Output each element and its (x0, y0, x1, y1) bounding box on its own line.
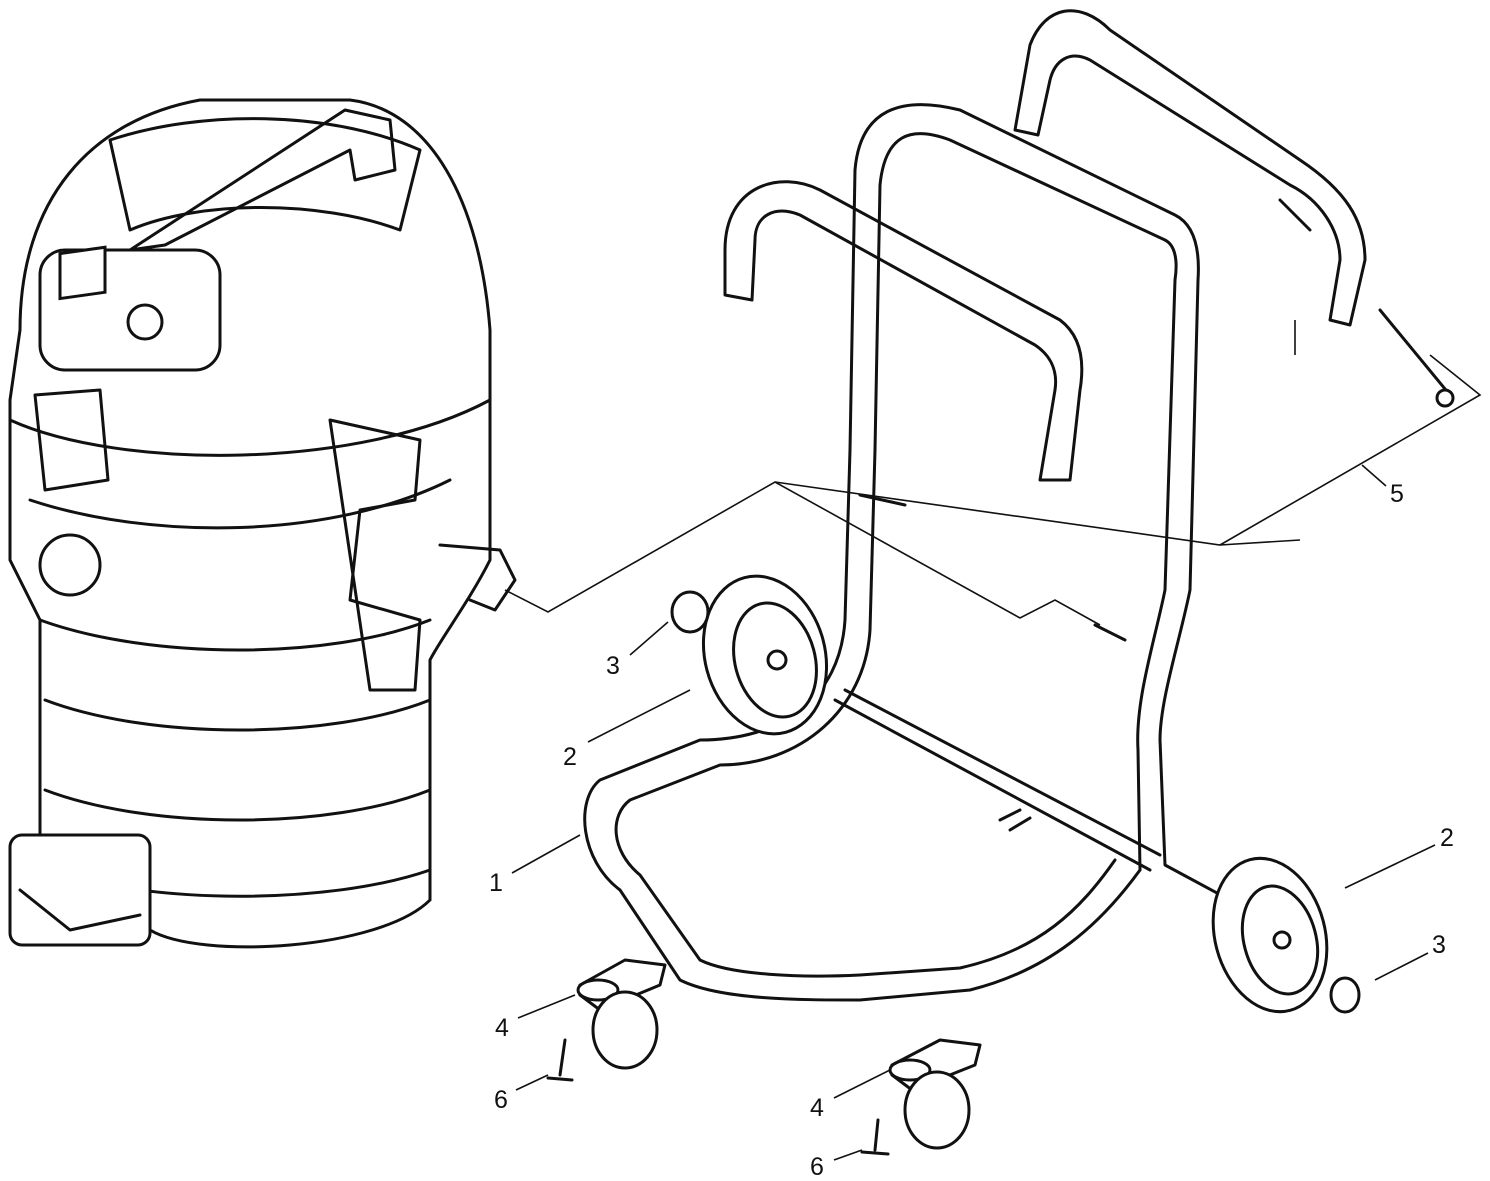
assembly-guide-plane (774, 320, 1482, 546)
wheel-left (701, 574, 829, 736)
leader-lines (511, 464, 1436, 1161)
caster-right (860, 1038, 982, 1156)
assembly-guide-line (504, 481, 1101, 626)
push-handle (1013, 9, 1455, 408)
callout-4-caster: 4 (810, 1094, 824, 1122)
callout-2-wheel: 2 (563, 743, 577, 771)
callout-3-hub-cap: 3 (1432, 931, 1446, 959)
callout-4-caster: 4 (495, 1014, 509, 1042)
hub-cap-right (1329, 976, 1361, 1014)
caster-left (546, 958, 667, 1082)
cart-frame (583, 103, 1232, 1002)
hub-cap-left (670, 590, 710, 634)
vacuum-cleaner-body (8, 98, 517, 949)
wheel-right (1211, 856, 1329, 1014)
callout-2-wheel: 2 (1440, 824, 1454, 852)
callout-6-screw: 6 (810, 1153, 824, 1181)
callout-3-hub-cap: 3 (606, 652, 620, 680)
callout-5-handle: 5 (1390, 480, 1404, 508)
callout-1-frame: 1 (489, 869, 503, 897)
callout-6-screw: 6 (494, 1086, 508, 1114)
